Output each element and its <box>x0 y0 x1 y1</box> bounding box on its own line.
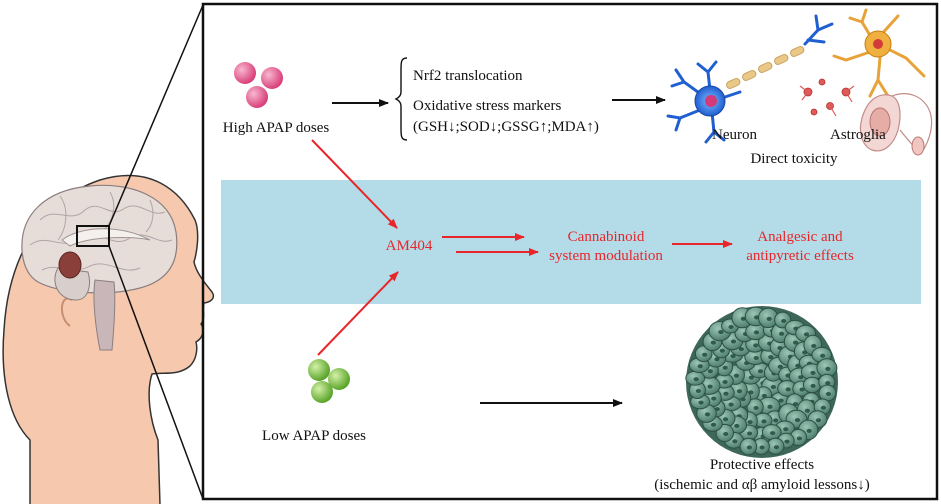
zoom-box <box>76 225 110 247</box>
protective-line-2: (ischemic and αβ amyloid lessons↓) <box>654 477 869 493</box>
brain-folds <box>29 191 173 271</box>
low-dose-pills-icon <box>308 359 350 403</box>
brain-stem <box>93 279 116 351</box>
blood-vessel-icon <box>859 93 933 156</box>
main-frame <box>201 2 939 501</box>
mechanism-bracket <box>394 57 408 141</box>
high-dose-label: High APAP doses <box>223 120 330 136</box>
mechanism-line-3: (GSH↓;SOD↓;GSSG↑;MDA↑) <box>413 119 599 135</box>
cannabinoid-line-2: system modulation <box>549 248 663 264</box>
am404-label: AM404 <box>386 238 433 254</box>
direct-toxicity-label: Direct toxicity <box>750 151 838 167</box>
pathway-band <box>221 180 921 304</box>
effects-line-2: antipyretic effects <box>746 248 854 264</box>
child-head-illustration <box>2 174 215 504</box>
cannabinoid-line-1: Cannabinoid <box>568 229 645 245</box>
zoom-line-bottom <box>108 245 204 500</box>
mechanism-line-1: Nrf2 translocation <box>413 68 523 84</box>
effects-line-1: Analgesic and <box>757 229 843 245</box>
arrow-low-to-am404 <box>317 271 399 356</box>
protective-line-1: Protective effects <box>710 457 814 473</box>
neuron-icon <box>666 14 834 144</box>
astroglia-icon <box>799 8 933 156</box>
mechanism-line-2: Oxidative stress markers <box>413 98 561 114</box>
high-dose-pills-icon <box>234 62 283 108</box>
neuron-label: Neuron <box>712 127 757 143</box>
spheroid-icon <box>685 306 838 458</box>
zoom-line-top <box>108 4 204 227</box>
astroglia-label: Astroglia <box>830 127 886 143</box>
hypothalamus <box>58 251 82 279</box>
arrow-high-to-am404 <box>311 139 398 229</box>
low-dose-label: Low APAP doses <box>262 428 366 444</box>
